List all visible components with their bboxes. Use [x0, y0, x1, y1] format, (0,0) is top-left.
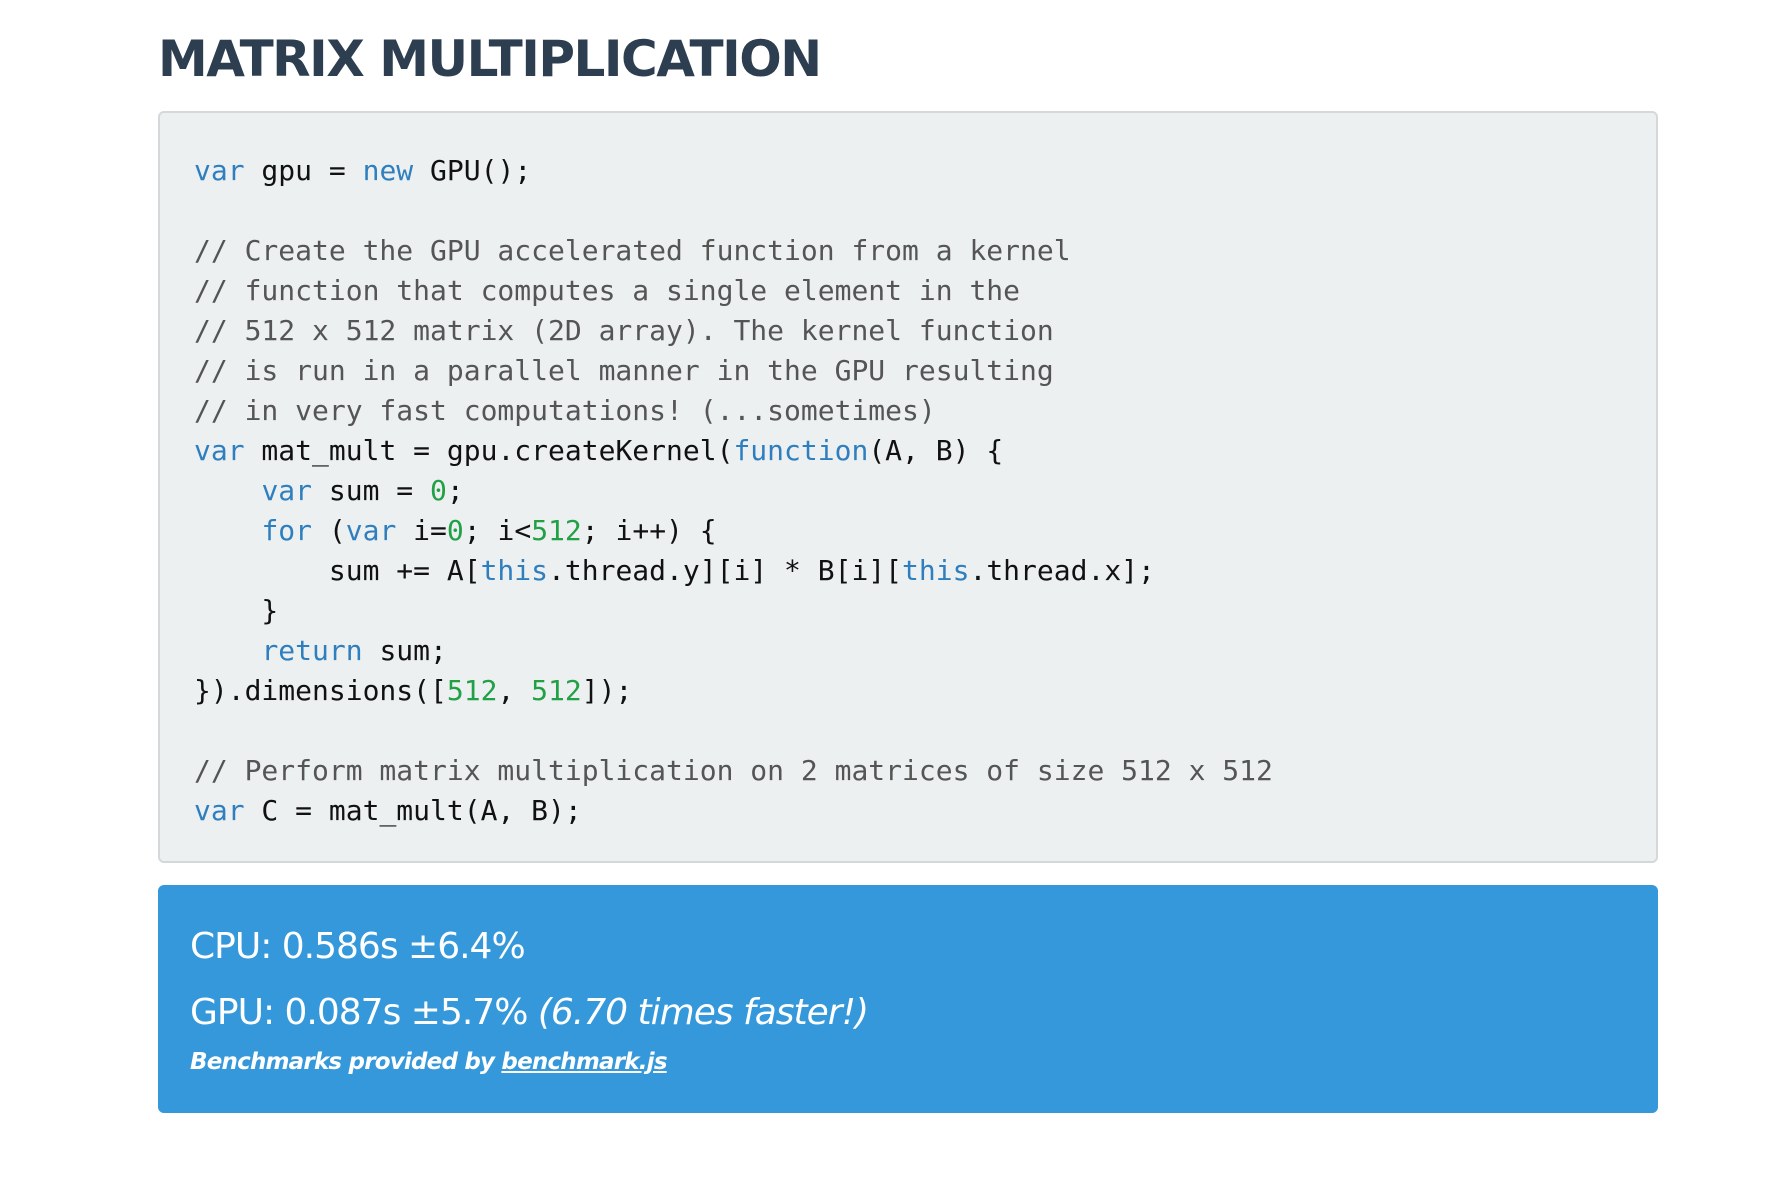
benchmark-js-link[interactable]: benchmark.js — [501, 1049, 667, 1075]
code-panel: var gpu = new GPU(); // Create the GPU ac… — [158, 111, 1658, 863]
code-number: 512 — [531, 674, 582, 707]
cpu-benchmark: CPU: 0.586s ±6.4% — [190, 926, 526, 967]
code-keyword: return — [261, 634, 363, 667]
code-line: // in very fast computations! (...someti… — [194, 391, 1622, 431]
code-text — [194, 474, 261, 507]
code-keyword: for — [261, 514, 313, 547]
benchmark-credit-label: Benchmarks provided by — [190, 1049, 502, 1075]
code-keyword: var — [194, 794, 245, 827]
code-text — [194, 514, 261, 547]
code-line: } — [194, 591, 1622, 631]
code-number: 512 — [531, 514, 582, 547]
code-line — [194, 191, 1622, 231]
code-line: return sum; — [194, 631, 1622, 671]
code-text: } — [194, 594, 279, 627]
code-keyword: var — [194, 154, 245, 187]
code-line: // function that computes a single eleme… — [194, 271, 1622, 311]
gpu-benchmark: GPU: 0.087s ±5.7% (6.70 times faster!) — [190, 991, 1626, 1035]
code-comment: // Perform matrix multiplication on 2 ma… — [194, 754, 1273, 787]
page-container: MATRIX MULTIPLICATION var gpu = new GPU(… — [158, 0, 1658, 1113]
code-comment: // function that computes a single eleme… — [194, 274, 1021, 307]
code-text: ( — [312, 514, 346, 547]
code-keyword: this — [480, 554, 549, 587]
code-line: var sum = 0; — [194, 471, 1622, 511]
code-text: sum = — [312, 474, 431, 507]
code-text: GPU(); — [413, 154, 532, 187]
code-text: .thread.y][i] * B[i][ — [548, 554, 903, 587]
code-text: gpu = — [244, 154, 363, 187]
code-comment: // 512 x 512 matrix (2D array). The kern… — [194, 314, 1054, 347]
code-line: // 512 x 512 matrix (2D array). The kern… — [194, 311, 1622, 351]
page-title: MATRIX MULTIPLICATION — [158, 30, 822, 88]
code-line: for (var i=0; i<512; i++) { — [194, 511, 1622, 551]
code-line: // is run in a parallel manner in the GP… — [194, 351, 1622, 391]
gpu-speedup: (6.70 times faster!) — [537, 992, 869, 1033]
code-text: mat_mult = gpu.createKernel( — [244, 434, 734, 467]
code-line: }).dimensions([512, 512]); — [194, 671, 1622, 711]
code-number: 512 — [446, 674, 498, 707]
code-line: var C = mat_mult(A, B); — [194, 791, 1622, 831]
code-text: ; i++) { — [581, 514, 717, 547]
code-comment: // is run in a parallel manner in the GP… — [194, 354, 1054, 387]
code-text: , — [497, 674, 532, 707]
code-text — [194, 634, 261, 667]
benchmark-panel: CPU: 0.586s ±6.4% GPU: 0.087s ±5.7% (6.7… — [158, 885, 1658, 1113]
code-keyword: this — [902, 554, 970, 587]
code-keyword: var — [261, 474, 313, 507]
benchmark-credit: Benchmarks provided by benchmark.js — [190, 1047, 1626, 1077]
code-keyword: new — [362, 154, 414, 187]
code-text: (A, B) { — [868, 434, 1004, 467]
code-keyword: var — [194, 434, 245, 467]
code-line: // Create the GPU accelerated function f… — [194, 231, 1622, 271]
code-text: ; i< — [463, 514, 532, 547]
code-text: }).dimensions([ — [194, 674, 447, 707]
code-comment: // Create the GPU accelerated function f… — [194, 234, 1071, 267]
code-line: sum += A[this.thread.y][i] * B[i][this.t… — [194, 551, 1622, 591]
code-text: sum += A[ — [194, 554, 481, 587]
code-text: sum; — [362, 634, 447, 667]
gpu-benchmark-value: GPU: 0.087s ±5.7% — [190, 992, 538, 1033]
code-block: var gpu = new GPU(); // Create the GPU ac… — [194, 151, 1622, 831]
code-line: var gpu = new GPU(); — [194, 151, 1622, 191]
code-number: 0 — [430, 474, 447, 507]
code-line: var mat_mult = gpu.createKernel(function… — [194, 431, 1622, 471]
code-comment: // in very fast computations! (...someti… — [194, 394, 936, 427]
code-text: i= — [396, 514, 447, 547]
code-text: C = mat_mult(A, B); — [244, 794, 582, 827]
code-line: // Perform matrix multiplication on 2 ma… — [194, 751, 1622, 791]
code-line — [194, 711, 1622, 751]
code-text: ; — [446, 474, 464, 507]
code-number: 0 — [446, 514, 464, 547]
code-text: .thread.x]; — [969, 554, 1155, 587]
code-keyword: var — [345, 514, 397, 547]
code-text: ]); — [581, 674, 633, 707]
code-keyword: function — [733, 434, 869, 467]
